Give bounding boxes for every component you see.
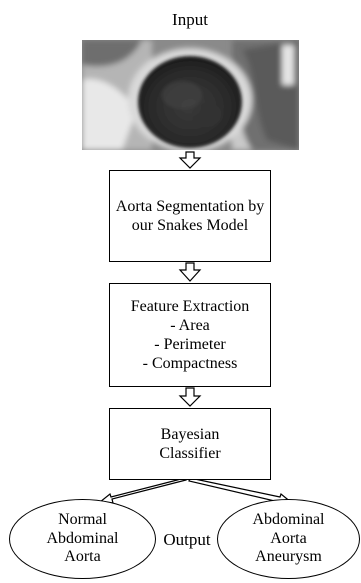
input-label: Input (172, 10, 208, 29)
output-normal-aorta: Normal Abdominal Aorta (9, 499, 156, 579)
down-arrow-2 (178, 262, 202, 282)
output-2-line-2: Aorta (270, 529, 307, 547)
step-feature-extraction: Feature Extraction - Area - Perimeter - … (109, 283, 271, 387)
output-2-line-3: Aneurysm (255, 548, 322, 566)
step-3-line-2: Classifier (159, 445, 221, 462)
step-2-line-1: Feature Extraction (130, 297, 250, 315)
step-2-line-3: - Perimeter (154, 336, 226, 353)
output-arrow-left (98, 477, 187, 504)
down-arrow-3 (178, 387, 202, 407)
output-label: Output (163, 530, 211, 549)
output-1-line-1: Normal (58, 511, 107, 529)
output-2-line-1: Abdominal (252, 511, 325, 529)
output-aorta-aneurysm: Abdominal Aorta Aneurysm (217, 499, 360, 579)
step-1-line-1: Aorta Segmentation by (115, 197, 265, 215)
down-arrow-1 (178, 151, 202, 169)
step-2-line-4: - Compactness (142, 355, 238, 373)
step-3-line-1: Bayesian (160, 425, 220, 443)
output-1-line-3: Aorta (64, 548, 101, 566)
output-1-line-2: Abdominal (46, 529, 119, 547)
step-bayesian-classifier: Bayesian Classifier (109, 408, 271, 480)
step-1-line-2: our Snakes Model (131, 217, 249, 234)
input-ct-image (82, 40, 299, 150)
step-aorta-segmentation: Aorta Segmentation by our Snakes Model (109, 170, 271, 262)
step-2-line-2: - Area (170, 316, 210, 334)
